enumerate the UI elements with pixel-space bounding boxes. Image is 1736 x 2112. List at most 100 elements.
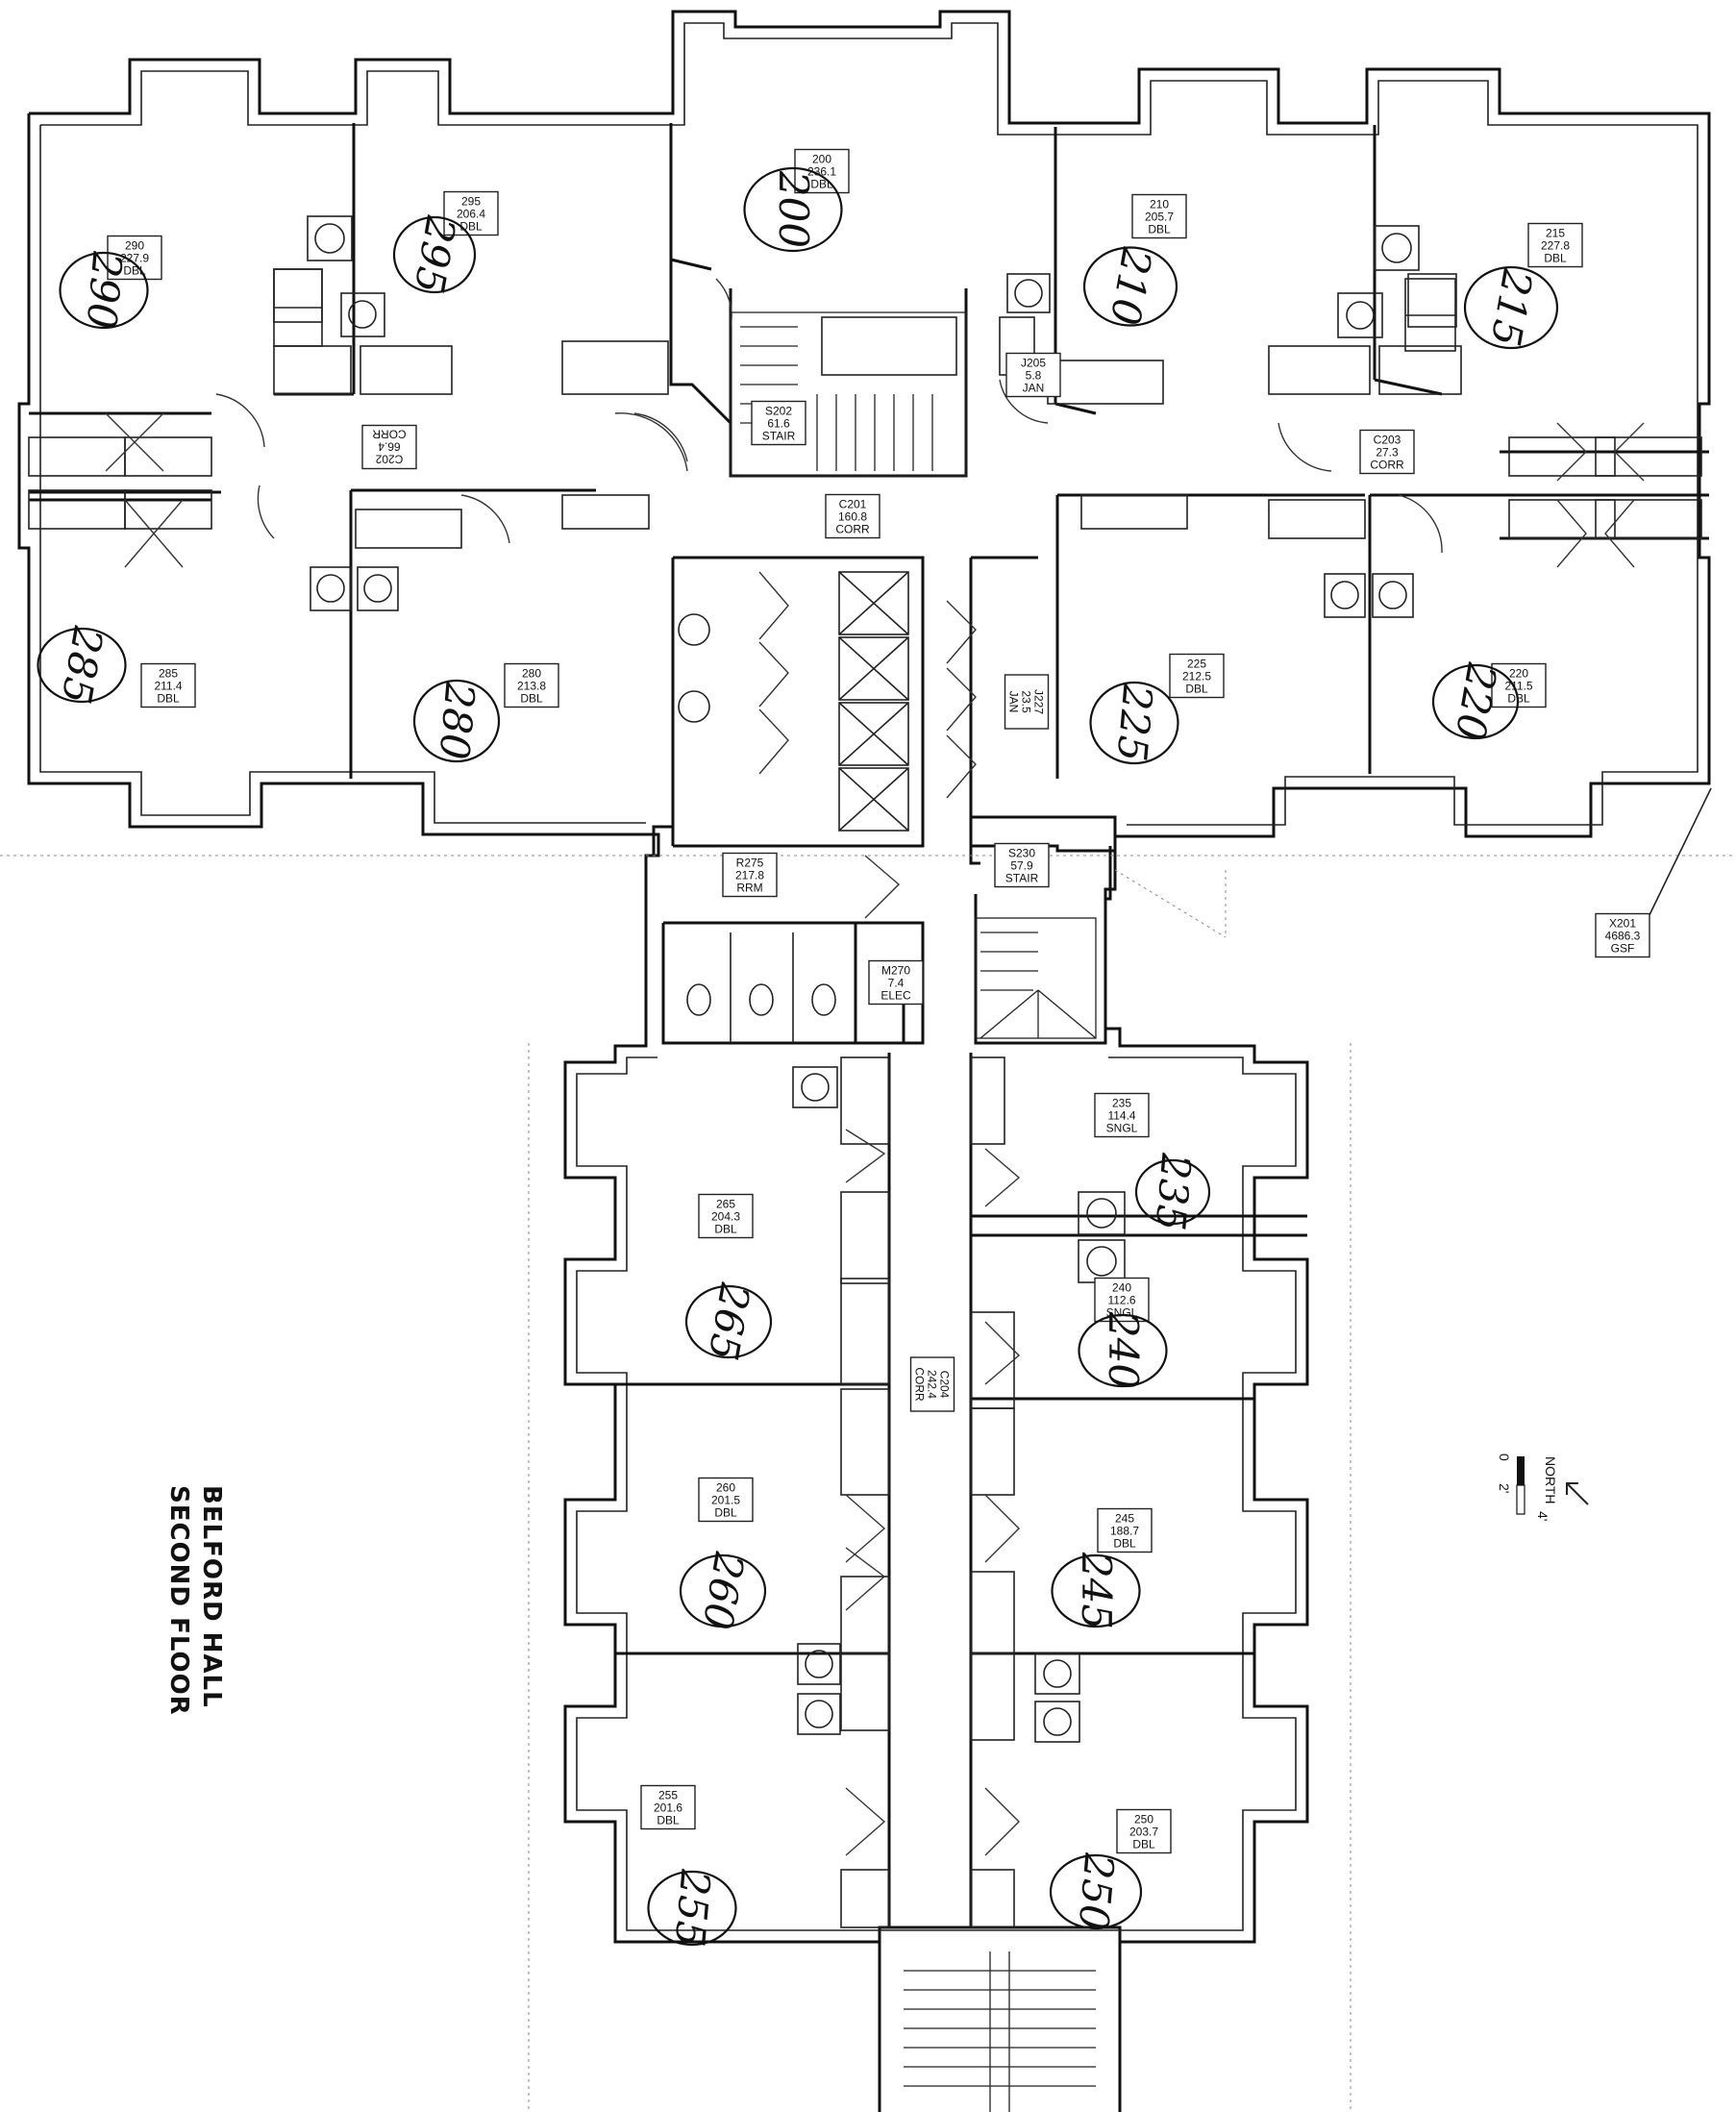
label-m270-line-1: 7.4 [888, 977, 905, 990]
label-box-c202 [361, 424, 417, 470]
label-box-c203 [1359, 429, 1415, 475]
hand-mark-r260: 260 [679, 1548, 767, 1633]
label-c204-line-1: 242.4 [926, 1370, 939, 1399]
label-r260-line-0: 260 [716, 1481, 735, 1495]
north-label: NORTH [1543, 1456, 1558, 1504]
label-r275-line-2: RRM [736, 882, 762, 895]
label-c202-line-2: CORR [372, 428, 407, 441]
hand-oval-r200 [743, 166, 843, 253]
label-box-c204 [909, 1356, 955, 1412]
hand-mark-r200: 200 [743, 166, 843, 253]
label-r255-line-0: 255 [658, 1789, 678, 1802]
restroom-block [652, 556, 925, 1045]
label-r235-line-0: 235 [1112, 1097, 1131, 1110]
label-box-r250 [1116, 1808, 1172, 1854]
label-j227-line-2: JAN [1007, 691, 1021, 713]
south-entry [878, 1942, 1122, 2112]
label-r225-line-2: DBL [1185, 683, 1208, 696]
label-r285-line-2: DBL [157, 692, 180, 706]
hand-oval-r285 [37, 627, 127, 704]
label-c203-line-0: C203 [1374, 434, 1401, 447]
scale-tick-2: 2' [1497, 1483, 1512, 1493]
label-j227-line-1: 23.5 [1020, 690, 1033, 713]
label-r255-line-1: 201.6 [654, 1801, 682, 1815]
scale-tick-4: 4' [1535, 1511, 1550, 1521]
hand-mark-r215: 215 [1463, 264, 1559, 350]
hand-oval-r235 [1134, 1158, 1211, 1226]
label-r220-line-2: DBL [1507, 692, 1530, 706]
title-line-2: SECOND FLOOR [164, 1485, 193, 1716]
label-r220-line-0: 220 [1509, 667, 1528, 681]
hand-number-r210: 210 [1101, 243, 1160, 328]
label-box-r285 [140, 662, 196, 708]
label-r280-line-0: 280 [522, 667, 541, 681]
label-c203-line-1: 27.3 [1376, 446, 1399, 460]
label-r200-line-1: 236.1 [807, 165, 836, 179]
label-c201-line-0: C201 [839, 498, 867, 511]
hand-oval-r260 [679, 1553, 767, 1628]
hand-mark-r235: 235 [1134, 1151, 1211, 1232]
label-r295-line-1: 206.4 [457, 208, 485, 221]
label-r215-line-1: 227.8 [1541, 239, 1570, 253]
hand-mark-r240: 240 [1078, 1311, 1168, 1389]
hand-number-r235: 235 [1147, 1151, 1201, 1232]
hand-number-r240: 240 [1100, 1311, 1147, 1389]
hand-mark-r245: 245 [1051, 1552, 1141, 1629]
label-box-m270 [868, 959, 924, 1006]
label-c201-line-1: 160.8 [838, 510, 867, 524]
label-box-r295 [443, 190, 499, 236]
label-r225-line-0: 225 [1187, 658, 1206, 671]
label-r265-line-2: DBL [714, 1223, 737, 1236]
hand-oval-r210 [1082, 246, 1178, 327]
hand-number-r290: 290 [78, 249, 132, 331]
label-r245-line-1: 188.7 [1110, 1525, 1139, 1538]
hand-number-r280: 280 [431, 680, 484, 761]
label-box-r235 [1094, 1092, 1150, 1138]
label-box-x201 [1595, 912, 1650, 958]
label-box-s202 [751, 400, 806, 446]
hand-number-r255: 255 [666, 1867, 720, 1949]
label-box-j205 [1005, 352, 1061, 398]
label-x201-line-0: X201 [1609, 917, 1636, 931]
label-c204-line-0: C204 [938, 1371, 952, 1399]
label-x201-line-2: GSF [1611, 942, 1635, 956]
label-r200-line-0: 200 [812, 153, 831, 166]
label-s202-line-2: STAIR [762, 430, 796, 443]
hand-number-r250: 250 [1070, 1851, 1124, 1932]
label-r290-line-0: 290 [125, 239, 144, 253]
label-box-s230 [994, 842, 1050, 888]
label-box-r265 [698, 1193, 754, 1239]
label-s230-line-2: STAIR [1005, 872, 1039, 885]
north-wing-inner-line [40, 22, 1699, 826]
label-r245-line-0: 245 [1115, 1512, 1134, 1526]
stairs [730, 311, 1097, 2112]
label-r215-line-2: DBL [1544, 252, 1567, 265]
hand-oval-r295 [392, 215, 477, 294]
label-r210-line-1: 205.7 [1145, 211, 1174, 224]
hand-oval-r225 [1089, 681, 1179, 765]
hand-mark-r265: 265 [684, 1279, 773, 1364]
label-c202-line-0: C202 [375, 453, 403, 466]
label-r250-line-1: 203.7 [1129, 1826, 1158, 1839]
label-r215-line-0: 215 [1546, 227, 1565, 240]
label-s230-line-1: 57.9 [1010, 859, 1033, 873]
handwritten-room-numbers: 200 210 215 220 225 235 240 245 250 255 260 265 280 2… [37, 166, 1559, 1949]
hand-oval-r245 [1051, 1553, 1141, 1628]
label-r210-line-0: 210 [1150, 198, 1169, 211]
south-wing-outline [563, 846, 1309, 1944]
hand-mark-r285: 285 [37, 622, 127, 708]
label-box-r290 [107, 235, 162, 281]
label-x201-line-1: 4686.3 [1605, 930, 1641, 943]
